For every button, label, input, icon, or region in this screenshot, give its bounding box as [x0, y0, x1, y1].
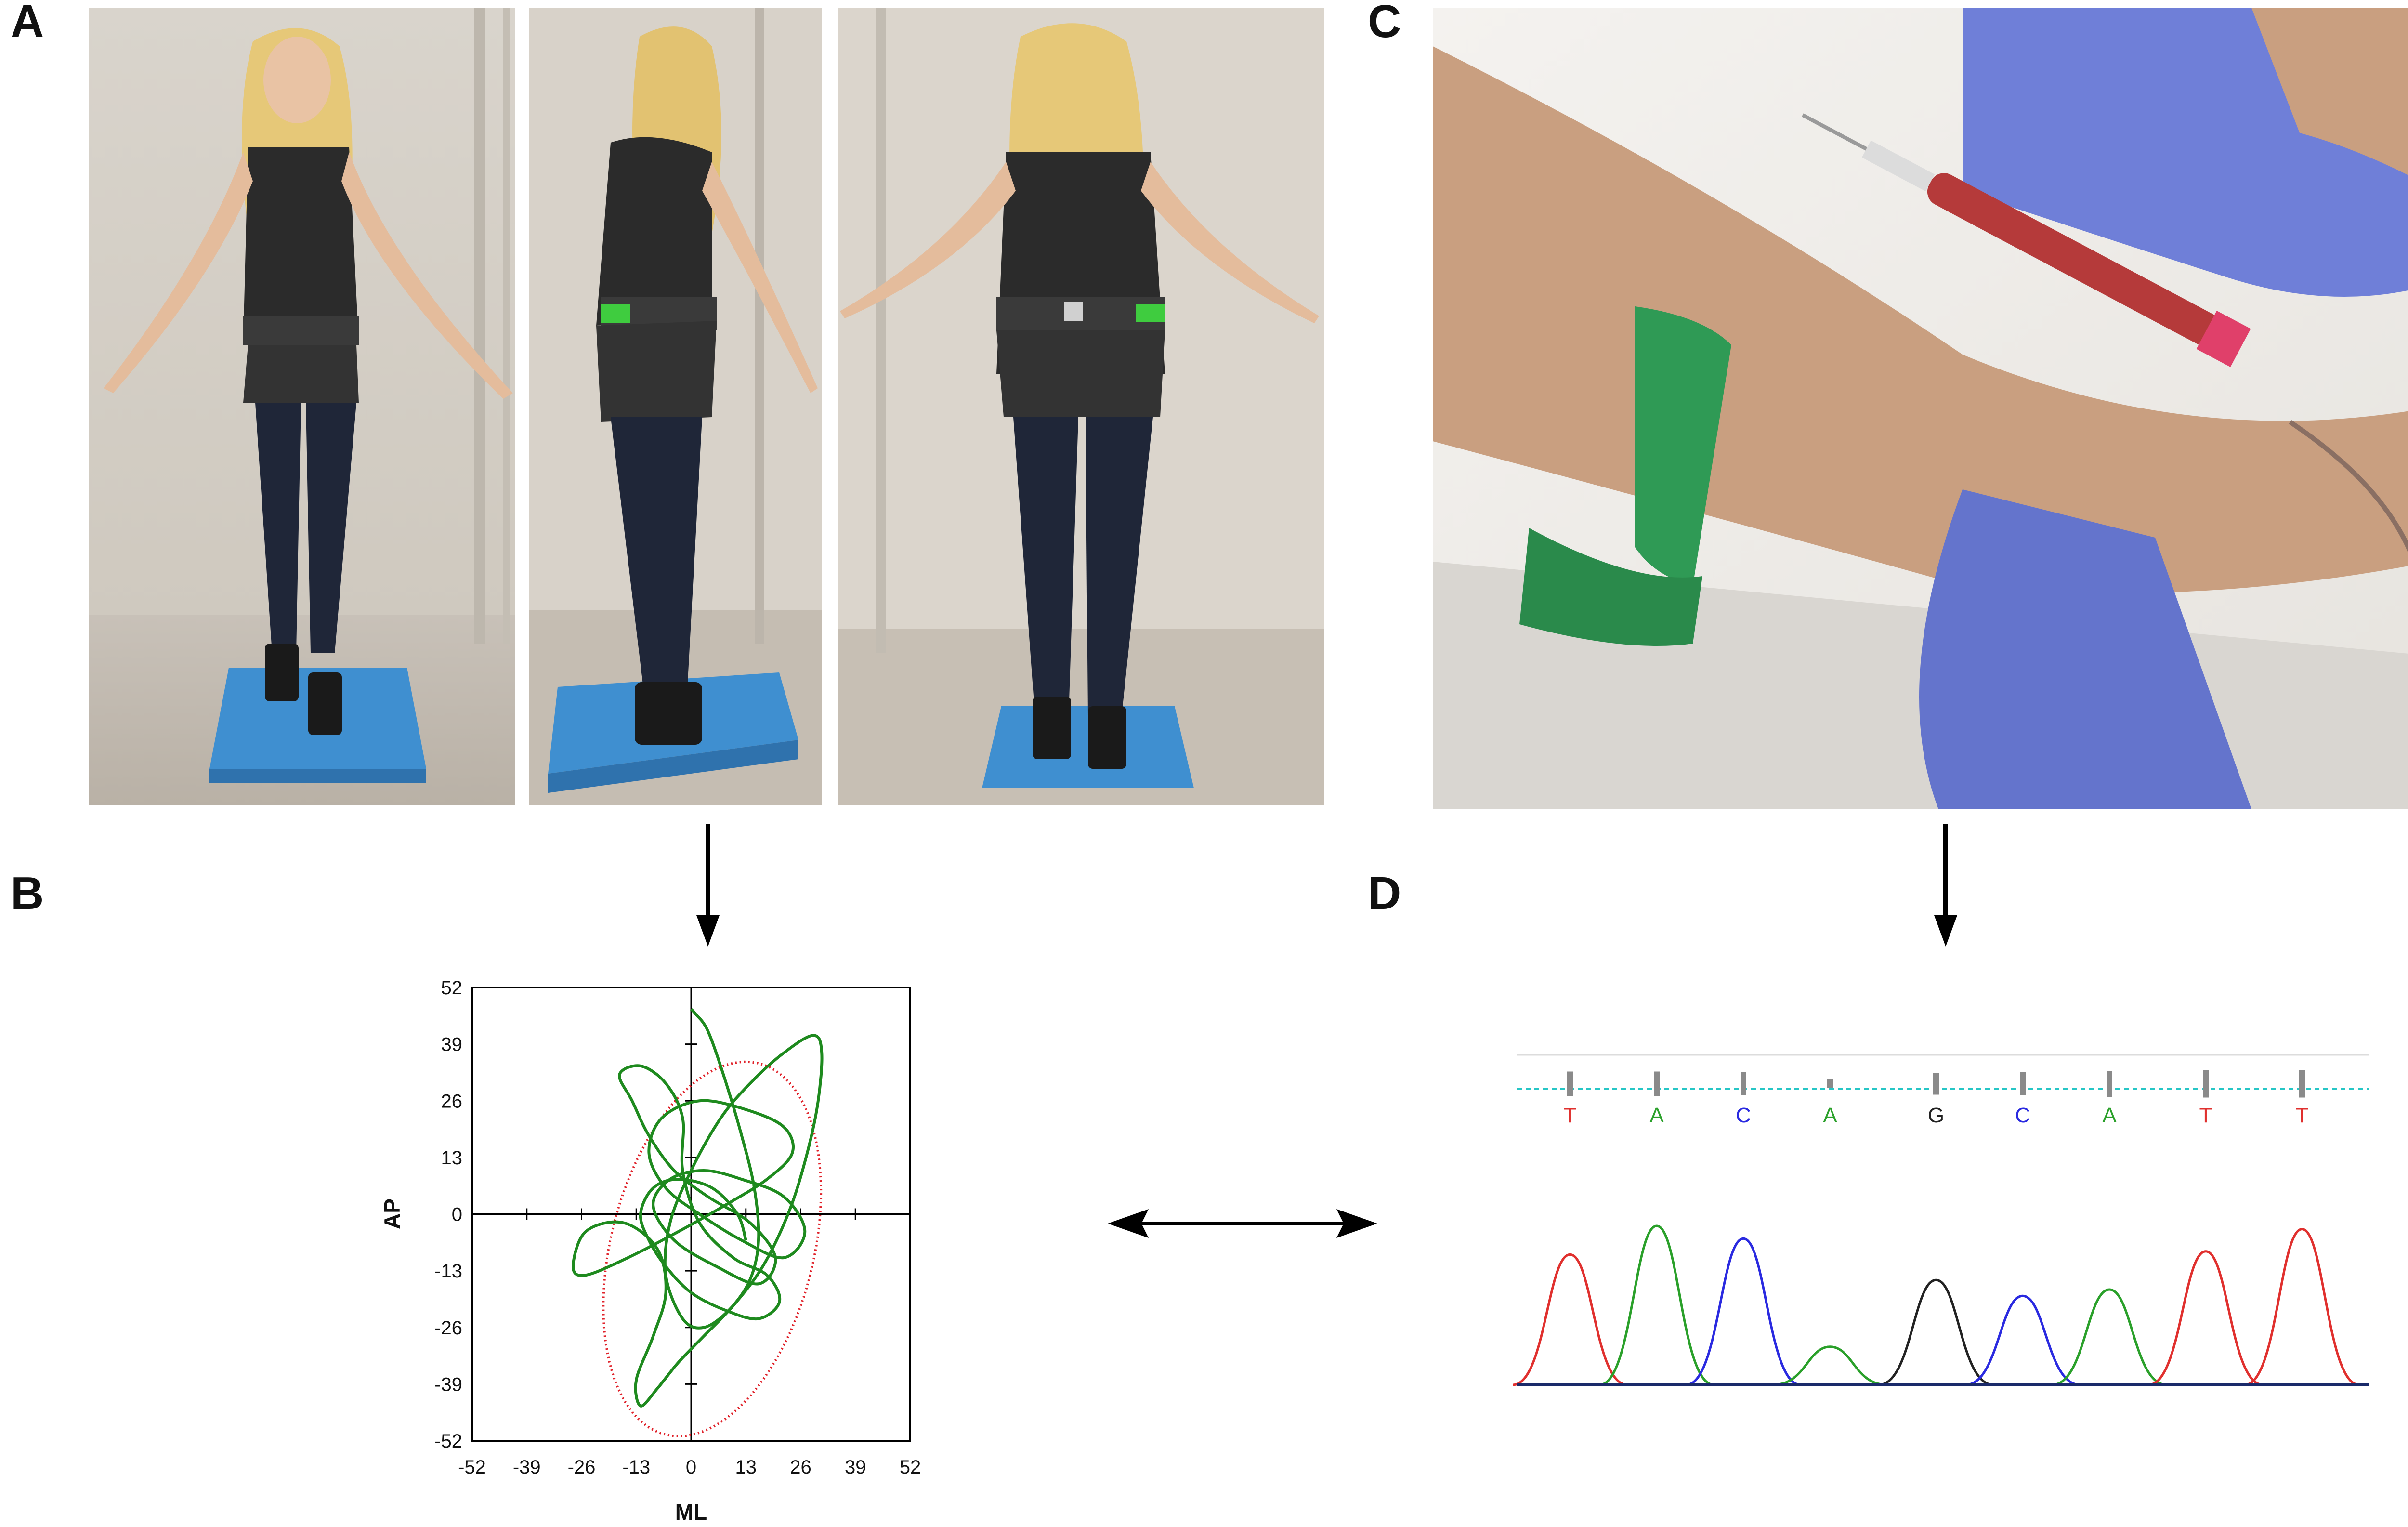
quality-bar: [2107, 1071, 2112, 1097]
trace-peak: [2052, 1288, 2167, 1386]
base-call: C: [2015, 1104, 2030, 1127]
blood-collection-tube-icon: [1802, 113, 2408, 553]
person-front-icon: [104, 28, 513, 735]
quality-bar: [2299, 1070, 2305, 1098]
y-tick-label: -13: [434, 1261, 462, 1282]
trace-peak: [1965, 1294, 2081, 1386]
trace-peaks: [1512, 1224, 2360, 1386]
y-tick-label: 13: [441, 1147, 463, 1169]
y-axis-label: AP: [380, 1198, 405, 1229]
trace-peak: [1599, 1224, 1714, 1386]
x-tick-label: 26: [790, 1457, 811, 1478]
y-tick-label: 0: [452, 1204, 462, 1225]
x-tick-label: -39: [513, 1457, 541, 1478]
x-tick-label: 39: [845, 1457, 866, 1478]
panel-label-b: B: [11, 868, 44, 919]
base-call: T: [1564, 1104, 1577, 1127]
y-tick-label: 39: [441, 1034, 463, 1055]
trace-peak: [1772, 1345, 1888, 1386]
gloved-hand-icon: [1919, 8, 2408, 809]
quality-bar: [1567, 1071, 1573, 1096]
quality-bar: [1933, 1073, 1939, 1095]
photo-subject-back: [838, 8, 1324, 805]
trace-peak: [1878, 1278, 1994, 1386]
quality-bars: [1567, 1070, 2305, 1098]
x-tick-labels: -52 -39 -26 -13 0 13 26 39 52: [458, 1457, 921, 1478]
photo-subject-side: [529, 8, 822, 805]
y-tick-label: 26: [441, 1091, 463, 1112]
sway-trajectory: [571, 1008, 824, 1408]
photo-subject-front: [89, 8, 515, 805]
base-call: G: [1928, 1104, 1944, 1127]
trace-peak: [2244, 1228, 2360, 1386]
arrow-down-c-to-d: [1934, 824, 1957, 947]
base-call: T: [2296, 1104, 2309, 1127]
x-tick-label: -26: [568, 1457, 596, 1478]
base-call: A: [1823, 1104, 1837, 1127]
x-axis-label: ML: [675, 1500, 707, 1525]
tourniquet-icon: [1519, 306, 1731, 646]
photo-blood-draw: [1433, 8, 2408, 809]
y-tick-label: -52: [434, 1431, 462, 1452]
y-tick-label: -26: [434, 1317, 462, 1339]
panel-label-d: D: [1368, 868, 1401, 919]
trace-peak: [1512, 1253, 1628, 1386]
x-tick-label: -13: [622, 1457, 650, 1478]
y-tick-label: -39: [434, 1374, 462, 1395]
quality-bar: [2203, 1070, 2209, 1098]
trace-peak: [2148, 1250, 2264, 1386]
arrow-down-a-to-b: [696, 824, 720, 947]
panel-label-a: A: [11, 0, 44, 47]
x-tick-label: -52: [458, 1457, 486, 1478]
panel-label-c: C: [1368, 0, 1401, 47]
person-side-icon: [596, 26, 818, 745]
quality-bar: [1741, 1072, 1746, 1095]
quality-bar: [1827, 1079, 1833, 1088]
arrow-bidirectional-b-d: [1108, 1209, 1377, 1238]
x-tick-label: 0: [686, 1457, 696, 1478]
axes-cross: [471, 987, 911, 1442]
trace-peak: [1686, 1237, 1801, 1386]
y-tick-label: 52: [441, 977, 463, 999]
base-call: A: [2102, 1104, 2117, 1127]
x-tick-label: 52: [900, 1457, 921, 1478]
y-tick-labels: 52 39 26 13 0 -13 -26 -39 -52: [434, 977, 462, 1452]
base-call: A: [1649, 1104, 1664, 1127]
x-tick-label: 13: [735, 1457, 757, 1478]
person-back-icon: [840, 23, 1319, 769]
quality-bar: [2020, 1072, 2026, 1095]
sway-chart: 52 39 26 13 0 -13 -26 -39 -52 -52 -39 -26 -13 0 13 26 3…: [380, 977, 921, 1525]
base-call: T: [2199, 1104, 2212, 1127]
quality-bar: [1654, 1071, 1660, 1096]
base-call: C: [1736, 1104, 1751, 1127]
